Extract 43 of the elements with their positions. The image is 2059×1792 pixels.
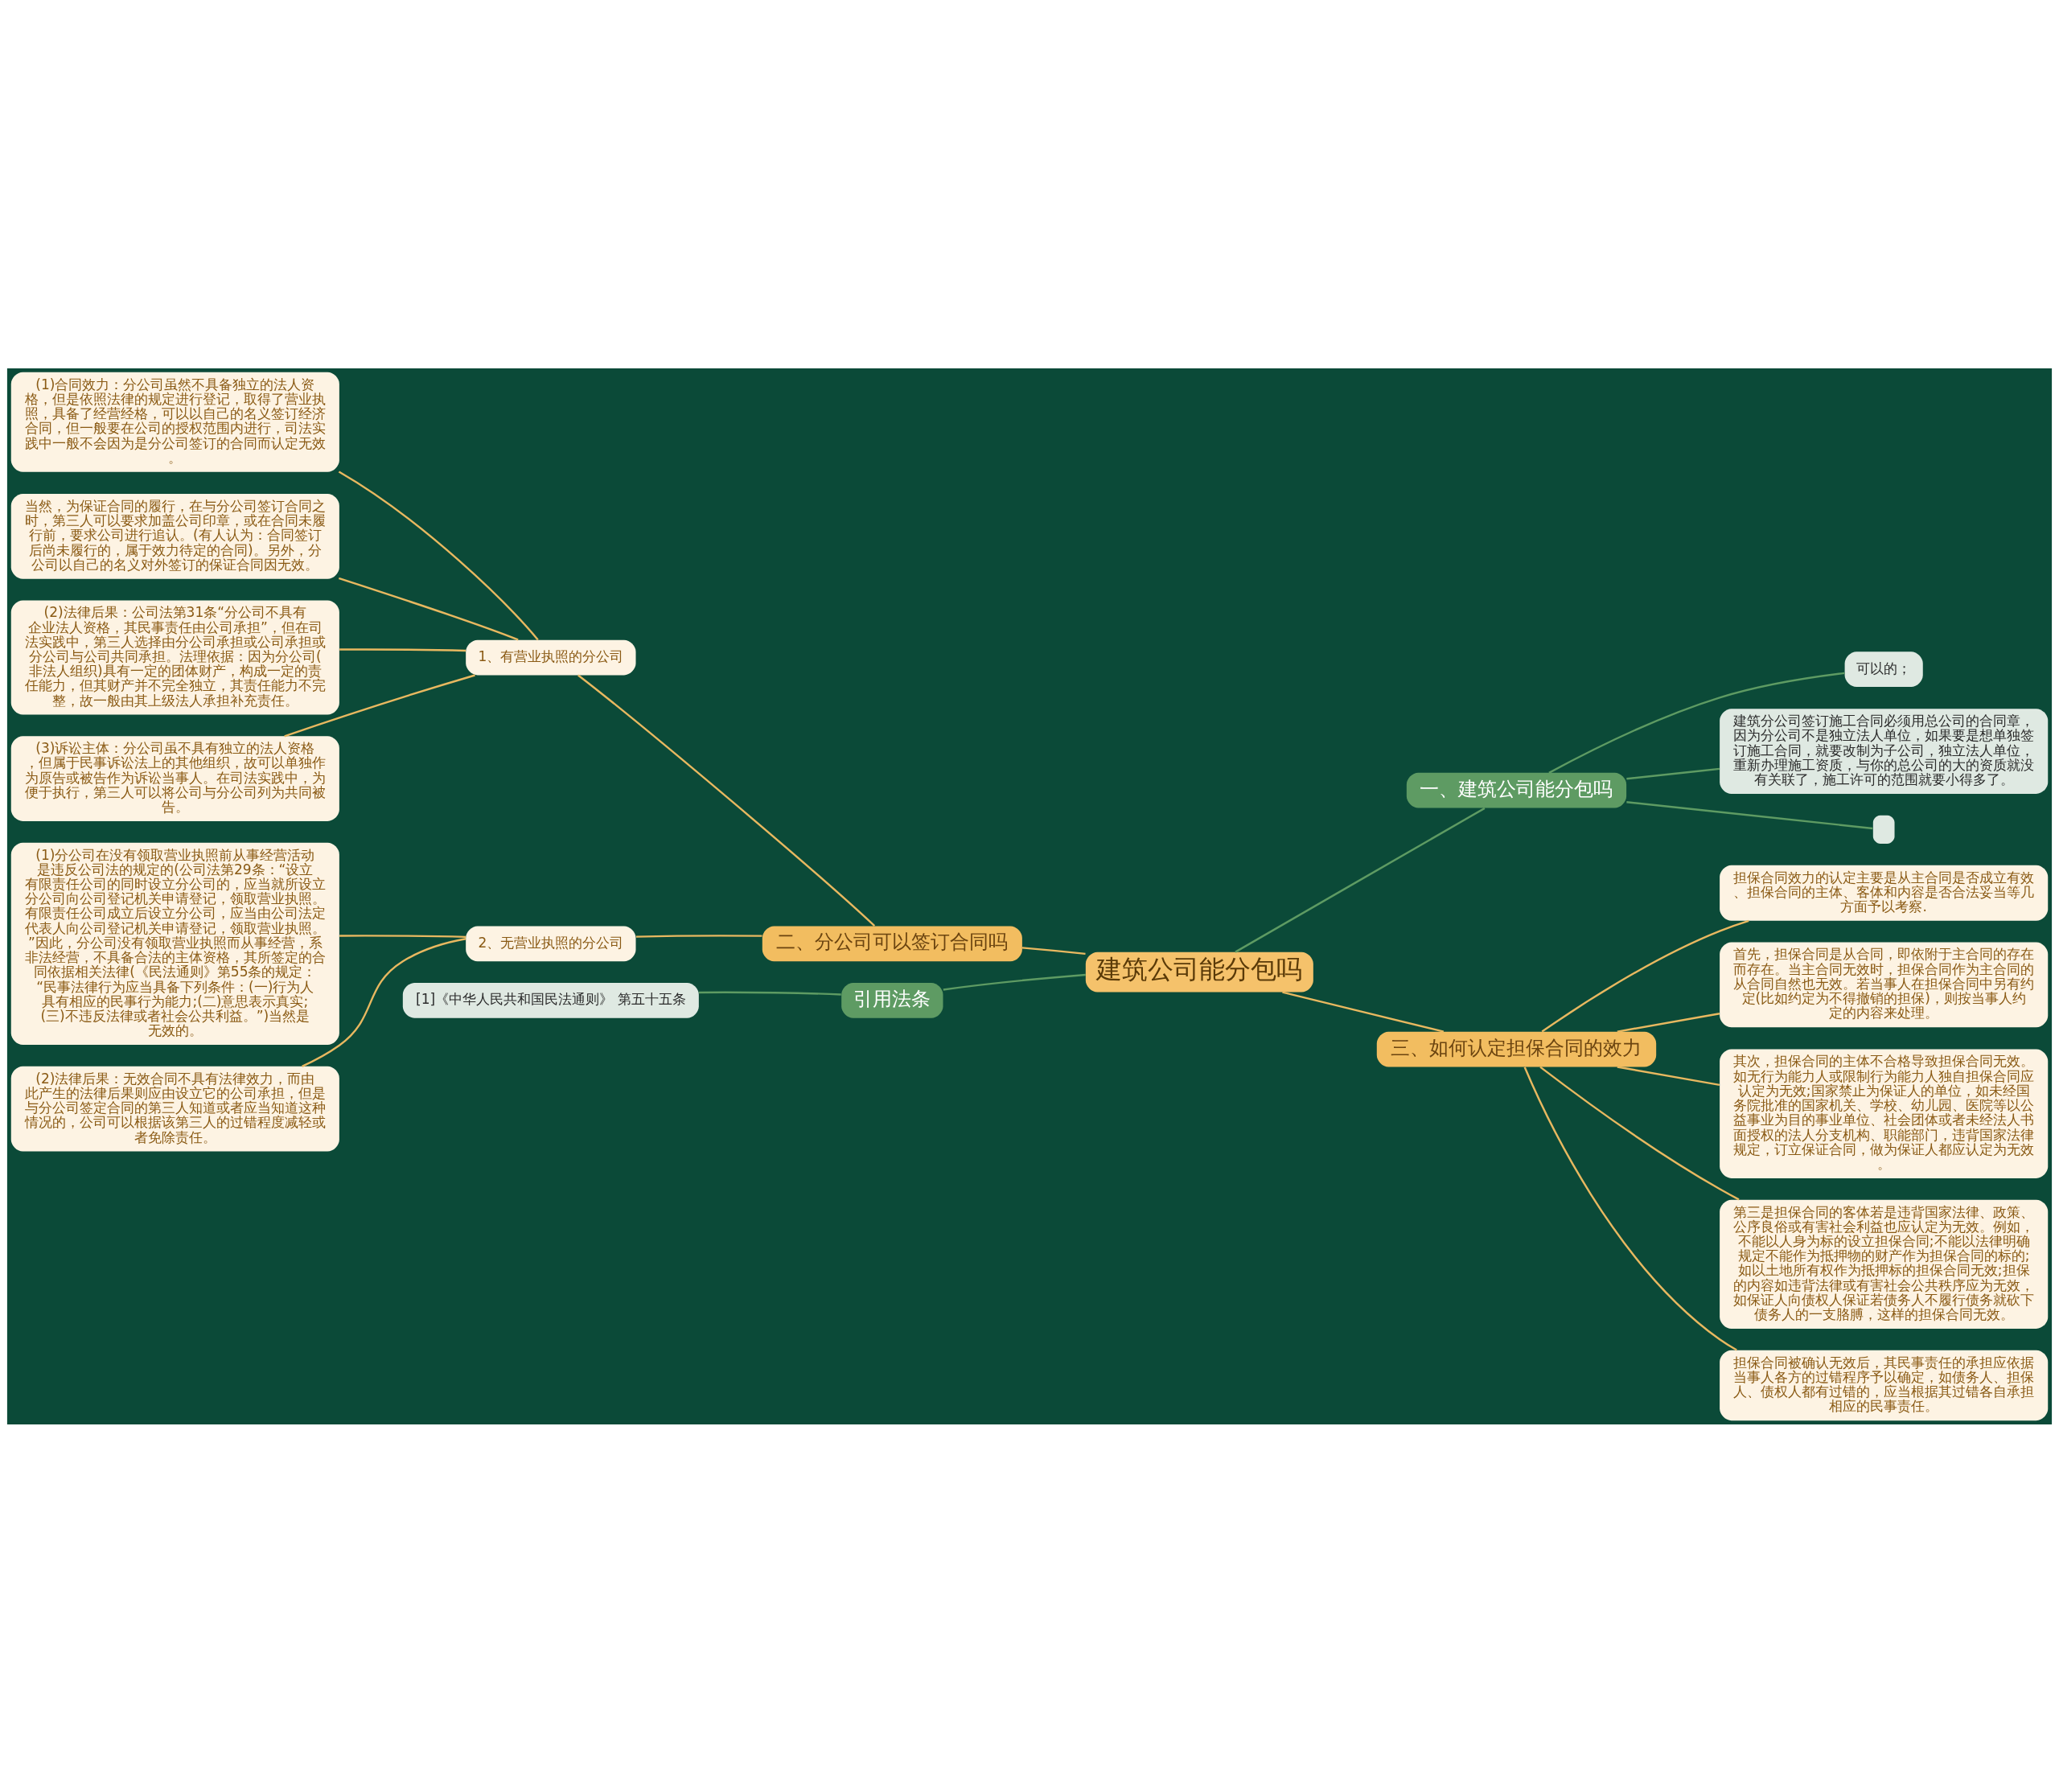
node-box: 可以的； xyxy=(1844,651,1923,687)
connector xyxy=(1021,946,1086,955)
connector xyxy=(1617,1012,1720,1033)
node-box: 引用法条 xyxy=(841,982,943,1018)
connector xyxy=(1548,672,1845,774)
connector xyxy=(339,934,466,938)
node-box: 一、建筑公司能分包吗 xyxy=(1406,772,1627,808)
node-box: (1)分公司在没有领取营业执照前从事经营活动是违反公司法的规定的(公司法第29条：“设立有限责任公司的同时设立分公司的，应当就所设立分公司向公司登记机关申请登记，领取营业执照。有限责任公司成立后设立分公司，应当由公司法定代表人向公司登记机关申请登记，领取营业执照。”因此，分公司没有领取营业执照而从事经营，系非法经营，不具备合法的主体资格，其所签定的合同依据相关法律(《民法通则》第55条的规定：“民事法律行为应当具备下列条件：(一)行为人具有相应的民事行为能力;(二)意思表示真实;(三)不违反法律或者社会公共利益。”)当然是无效的。 xyxy=(10,842,339,1045)
connector xyxy=(1235,807,1486,953)
connector xyxy=(284,673,475,737)
node-box: 1、有营业执照的分公司 xyxy=(466,639,636,675)
node-box: 二、分公司可以签订合同吗 xyxy=(762,926,1022,961)
connector xyxy=(302,937,466,1067)
node-box: 当然，为保证合同的履行，在与分公司签订合同之时，第三人可以要求加盖公司印章，或在合同未履行前，要求公司进行追认。(有人认为：合同签订后尚未履行的，属于效力待定的合同)。另外，分公司以自己的名义对外签订的保证合同因无效。 xyxy=(10,493,339,579)
node-box: (3)诉讼主体：分公司虽不具有独立的法人资格，但属于民事诉讼法上的其他组织，故可以单独作为原告或被告作为诉讼当事人。在司法实践中，为便于执行，第三人可以将公司与分公司列为共同被告。 xyxy=(10,735,339,821)
node-box: 担保合同效力的认定主要是从主合同是否成立有效、担保合同的主体、客体和内容是否合法妥当等几方面予以考察. xyxy=(1720,865,2049,921)
connector xyxy=(1282,990,1445,1033)
connector xyxy=(1617,1065,1720,1086)
node-box: 三、如何认定担保合同的效力 xyxy=(1376,1031,1657,1067)
connector xyxy=(1541,919,1749,1033)
node-box: (1)合同效力：分公司虽然不具备独立的法人资格，但是依照法律的规定进行登记，取得了营业执照，具备了经营经格，可以以自己的名义签订经济合同，但一般要在公司的授权范围内进行，司法实践中一般不会因为是分公司签订的合同而认定无效。 xyxy=(10,372,339,472)
connector xyxy=(635,934,762,938)
node-box: 其次，担保合同的主体不合格导致担保合同无效。如无行为能力人或限制行为能力人独自担保合同应认定为无效;国家禁止为保证人的单位，如未经国务院批准的国家机关、学校、幼儿园、医院等以公益事业为目的事业单位、社会团体或者未经法人书面授权的法人分支机构、职能部门，违背国家法律规定，订立保证合同，做为保证人都应认定为无效。 xyxy=(1720,1049,2049,1178)
node-box xyxy=(1872,815,1895,844)
node-box: 建筑分公司签订施工合同必须用总公司的合同章，因为分公司不是独立法人单位，如果要是想单独签订施工合同，就要改制为子公司，独立法人单位，重新办理施工资质，与你的总公司的大的资质就没有关联了，施工许可的范围就要小得多了。 xyxy=(1720,708,2049,794)
node-box: 担保合同被确认无效后，其民事责任的承担应依据当事人各方的过错程序予以确定，如债务人、担保人、债权人都有过错的，应当根据其过错各自承担相应的民事责任。 xyxy=(1720,1350,2049,1420)
connector xyxy=(699,991,841,996)
node-box: 建筑公司能分包吗 xyxy=(1085,951,1313,993)
connector xyxy=(338,577,519,641)
connector xyxy=(943,973,1086,991)
node-box: 首先，担保合同是从合同，即依附于主合同的存在而存在。当主合同无效时，担保合同作为主合同的从合同自然也无效。若当事人在担保合同中另有约定(比如约定为不得撤销的担保)，则按当事人约定的内容来处理。 xyxy=(1720,942,2049,1027)
connector xyxy=(1626,767,1720,779)
connector xyxy=(1539,1066,1740,1200)
node-box: 第三是担保合同的客体若是违背国家法律、政策、公序良俗或有害社会利益也应认定为无效。例如，不能以人身为标的设立担保合同;不能以法律明确规定不能作为抵押物的财产作为担保合同的标的;如以土地所有权作为抵押标的担保合同无效;担保的内容如违背法律或有害社会公共秩序应为无效，如保证人向债权人保证若债务人不履行债务就砍下债务人的一支胳膊，这样的担保合同无效。 xyxy=(1720,1199,2049,1329)
node-box: 2、无营业执照的分公司 xyxy=(466,926,636,961)
connector xyxy=(338,470,539,640)
connector xyxy=(577,674,876,927)
node-box: [1]《中华人民共和国民法通则》 第五十五条 xyxy=(402,982,699,1018)
node-box: (2)法律后果：无效合同不具有法律效力，而由此产生的法律后果则应由设立它的公司承担，但是与分公司签定合同的第三人知道或者应当知道这种情况的，公司可以根据该第三人的过错程度减轻或者免除责任。 xyxy=(10,1066,339,1151)
connector xyxy=(1523,1066,1737,1351)
connector xyxy=(339,647,466,651)
connector xyxy=(1626,800,1873,829)
node-box: (2)法律后果：公司法第31条“分公司不具有企业法人资格，其民事责任由公司承担”，但在司法实践中，第三人选择由分公司承担或公司承担或分公司与公司共同承担。法理依据：因为分公司(非法人组织)具有一定的团体财产，构成一定的责任能力，但其财产并不完全独立，其责任能力不完整，故一般由其上级法人承担补充责任。 xyxy=(10,599,339,715)
